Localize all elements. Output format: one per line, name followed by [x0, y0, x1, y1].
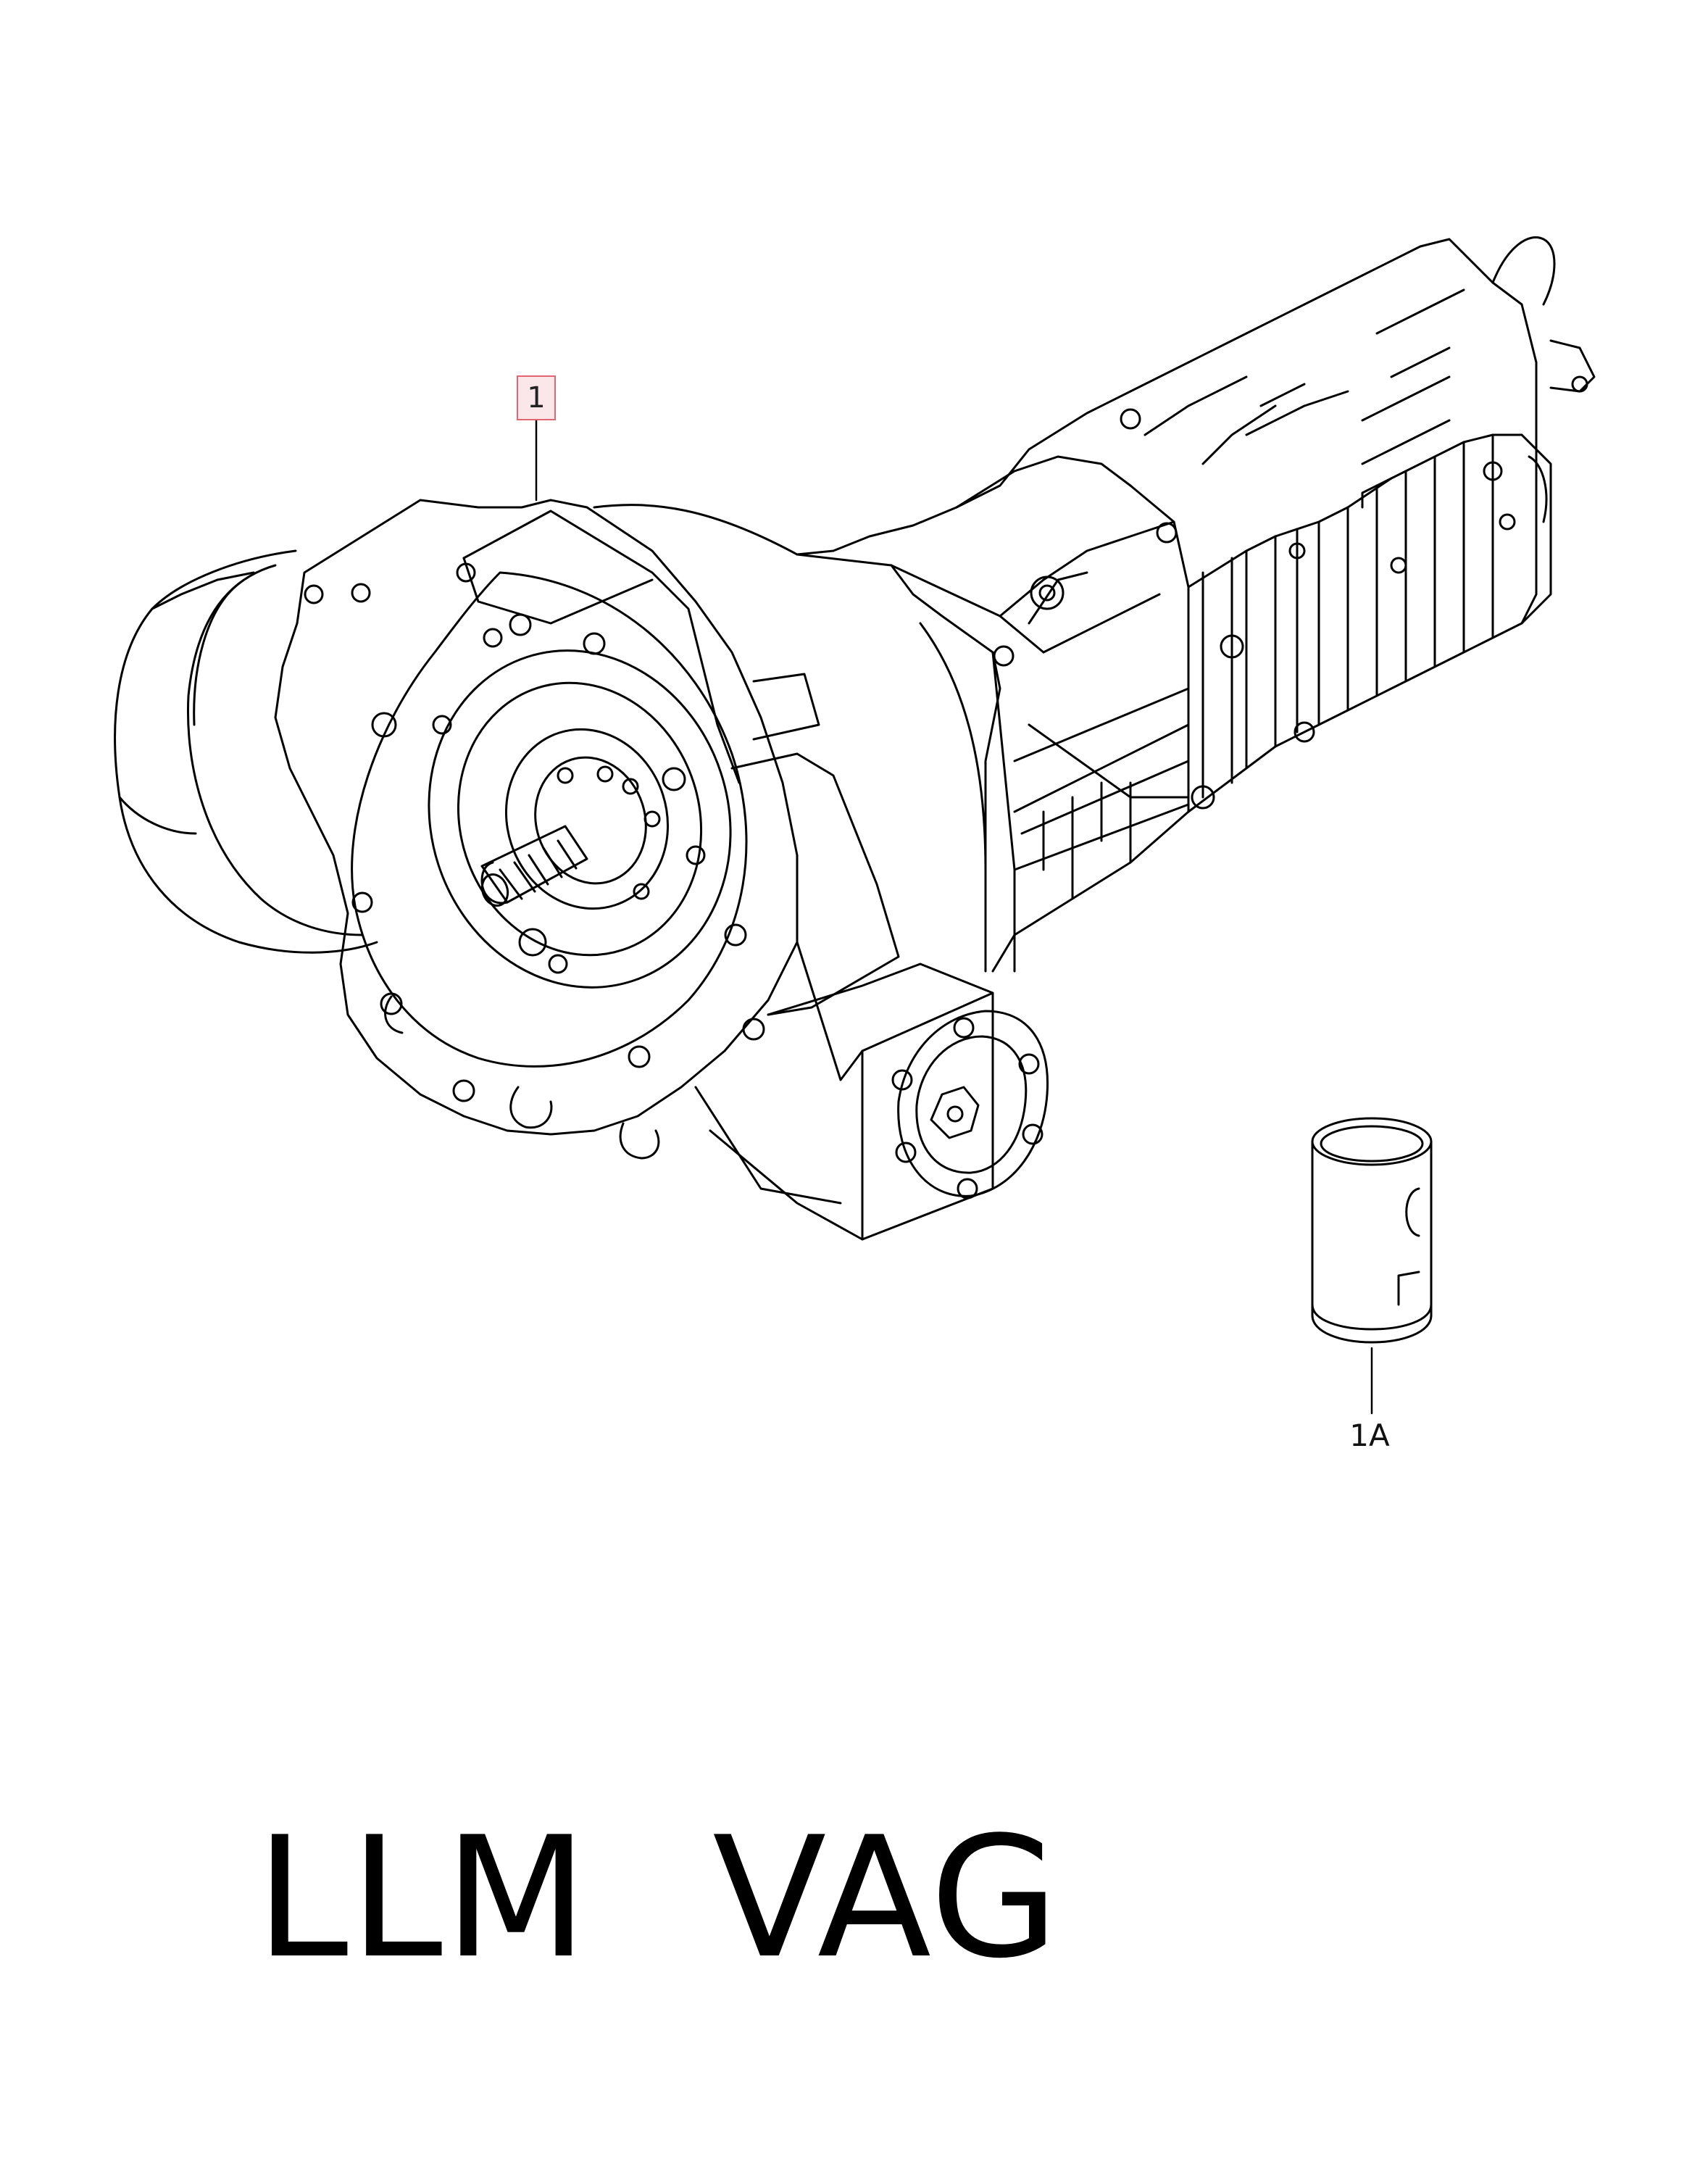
converter-drum	[114, 549, 378, 954]
footer-word-1: LLM	[255, 1802, 590, 1995]
callout-part-1[interactable]: 1	[517, 375, 556, 420]
transmission-assembly	[114, 236, 1596, 1241]
footer-word-2: VAG	[712, 1802, 1061, 1995]
transmission-drawing	[114, 236, 1596, 1415]
footer-watermark: LLM VAG	[38, 1649, 1060, 2149]
callout-part-1a[interactable]: 1A	[1349, 1418, 1390, 1453]
upper-housing-block	[462, 510, 994, 1241]
gearbox-body	[593, 236, 1596, 973]
input-shaft	[480, 765, 661, 907]
output-flange	[891, 1010, 1049, 1200]
oil-can-1a	[1311, 1117, 1433, 1415]
bell-housing	[274, 499, 799, 1160]
